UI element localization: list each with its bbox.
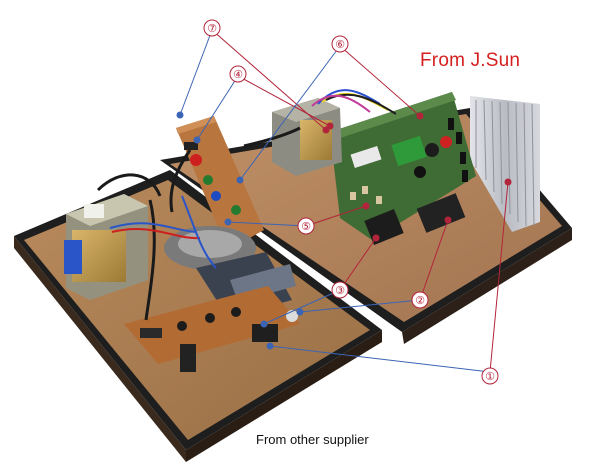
svg-text:④: ④	[233, 68, 243, 81]
jsun-transformer	[272, 98, 342, 176]
heatsink	[470, 96, 540, 232]
left-wiring	[96, 149, 217, 321]
callout-6: ⑥	[331, 35, 349, 53]
other-supplier-caption: From other supplier	[256, 432, 369, 447]
jsun-caption: From J.Sun	[420, 50, 521, 71]
svg-text:①: ①	[485, 370, 495, 383]
callout-lines	[179, 29, 509, 373]
callout-2: ②	[411, 291, 429, 309]
svg-text:⑦: ⑦	[207, 22, 217, 35]
svg-text:⑥: ⑥	[335, 38, 345, 51]
left-vertical-pcb	[176, 116, 264, 250]
left-transformer	[64, 194, 148, 300]
callout-7: ⑦	[203, 19, 221, 37]
callout-4: ④	[229, 65, 247, 83]
jsun-wiring	[243, 89, 397, 148]
callout-3: ③	[331, 281, 349, 299]
callout-1: ①	[481, 367, 499, 385]
callout-endpoints	[176, 111, 512, 350]
svg-text:②: ②	[415, 294, 425, 307]
callout-5: ⑤	[297, 217, 315, 235]
svg-text:⑤: ⑤	[301, 220, 311, 233]
svg-text:③: ③	[335, 284, 345, 297]
callout-badges: ⑦ ⑥ ④ ⑤ ③ ② ①	[203, 19, 499, 385]
